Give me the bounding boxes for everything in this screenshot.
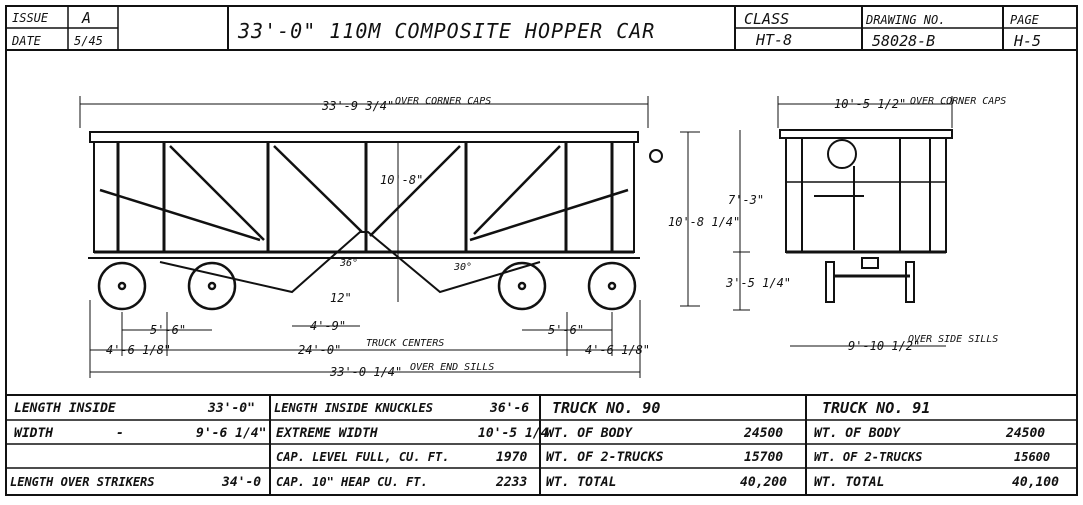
over-end-sills-dim: 33'-0 1/4" [329,365,402,379]
page-value: H-5 [1013,32,1041,50]
angle-2-label: 30° [453,262,472,273]
table-row-value: 9'-6 1/4" [196,426,266,441]
table-row-label: CAP. LEVEL FULL, CU. FT. [276,450,449,464]
class-label: CLASS [744,10,789,28]
side-view-labels: 33'-9 3/4" OVER CORNER CAPS 10'-8" 10'-8… [106,96,740,379]
table-row-label: WT. OF BODY [546,426,633,441]
table-col-1: LENGTH INSIDE 33'-0" WIDTH - 9'-6 1/4" L… [10,401,266,490]
angle-1-label: 36° [339,258,358,269]
table-row-value: 1970 [496,450,527,465]
issue-value: A [81,9,91,27]
table-row-value: 10'-5 1/4 [478,426,549,441]
end-width-dim: 10'-5 1/2" [834,97,906,111]
table-truck-a: TRUCK NO. 90 WT. OF BODY 24500 WT. OF 2-… [546,399,787,490]
table-row-label: CAP. 10" HEAP CU. FT. [276,475,428,489]
table-row-value: 24500 [743,426,783,441]
end-lower-height-dim: 3'-5 1/4" [725,276,791,290]
truck-wheelbase-right-dim: 5'-6" [548,323,584,337]
issue-label: ISSUE [12,11,49,25]
table-row-label: WT. TOTAL [814,475,884,490]
table-row-value: 15700 [744,450,783,465]
side-view [79,96,700,378]
table-row-value: 2233 [495,475,527,490]
end-overhang-left-dim: 4'-6 1/8" [106,343,171,357]
side-length-dim: 33'-9 3/4" [321,99,394,113]
table-row-label: WT. OF 2-TRUCKS [814,450,922,464]
table-row-label: WT. TOTAL [546,475,616,490]
side-height-dim: 10'-8" [380,173,423,187]
table-row-label: EXTREME WIDTH [276,426,378,441]
truck-a-title: TRUCK NO. 90 [552,399,660,417]
table-row-value: 36'-6 [489,401,529,416]
end-body-height-dim: 7'-3" [728,193,764,207]
table-row-value: 40,100 [1012,475,1059,490]
table-row-dash: - [116,426,124,441]
table-row-label: LENGTH INSIDE KNUCKLES [274,401,433,415]
end-side-sills-dim: 9'-10 1/2" [848,339,920,353]
side-view-wheels [97,261,637,311]
truck-wheelbase-left-dim: 5'-6" [150,323,186,337]
class-value: HT-8 [755,31,792,49]
clearance-dim: 12" [330,291,352,305]
end-width-note: OVER CORNER CAPS [910,96,1006,107]
truck-centers-dim: 24'-0" [298,343,341,357]
title-block: ISSUE A DATE 5/45 33'-0" 110M COMPOSITE … [6,6,1077,51]
end-side-sills-note: OVER SIDE SILLS [908,334,998,345]
table-row-label: WT. OF 2-TRUCKS [546,450,664,465]
drawing-no-label: DRAWING NO. [865,13,945,27]
page-label: PAGE [1010,13,1040,27]
table-col-2: LENGTH INSIDE KNUCKLES 36'-6 EXTREME WID… [274,401,549,490]
sheet-border [5,5,1078,496]
end-view [733,96,953,347]
truck-centers-note: TRUCK CENTERS [366,338,444,349]
table-row-label: LENGTH INSIDE [14,401,116,416]
table-row-value: 40,200 [740,475,787,490]
side-length-note: OVER CORNER CAPS [395,96,491,107]
table-row-value: 33'-0" [207,401,255,416]
hopper-opening-dim: 4'-9" [310,319,346,333]
drawing-no-value: 58028-B [872,32,935,50]
drawing-title: 33'-0" 110M COMPOSITE HOPPER CAR [237,19,655,43]
side-overall-height-dim: 10'-8 1/4" [668,215,740,229]
table-truck-b: TRUCK NO. 91 WT. OF BODY 24500 WT. OF 2-… [814,399,1059,490]
table-row-value: 15600 [1014,450,1050,464]
over-end-sills-note: OVER END SILLS [410,362,494,373]
end-overhang-right-dim: 4'-6 1/8" [585,343,650,357]
table-row-label: LENGTH OVER STRIKERS [10,475,155,489]
date-value: 5/45 [74,34,103,48]
truck-b-title: TRUCK NO. 91 [822,399,930,417]
table-row-value: 24500 [1005,426,1045,441]
table-row-value: 34'-0 [221,475,261,490]
table-row-label: WT. OF BODY [814,426,901,441]
data-table [6,394,1077,495]
end-view-labels: 10'-5 1/2" OVER CORNER CAPS 7'-3" 3'-5 1… [725,96,1006,353]
table-row-label: WIDTH [14,426,53,441]
date-label: DATE [11,34,42,48]
